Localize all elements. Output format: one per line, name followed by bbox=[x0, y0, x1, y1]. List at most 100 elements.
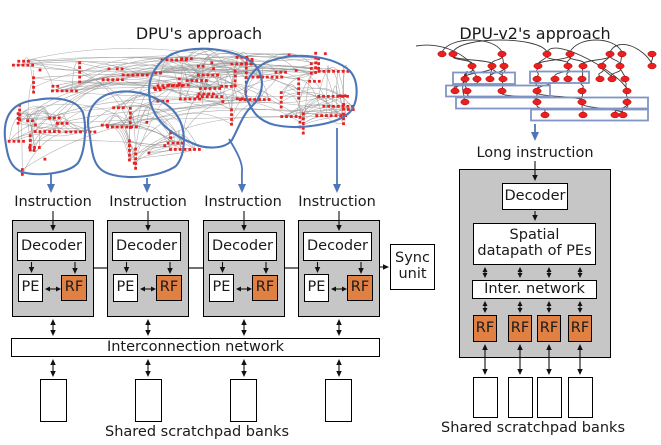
graph-node bbox=[175, 84, 179, 88]
graph-node bbox=[230, 113, 233, 117]
graph-edge bbox=[52, 74, 220, 92]
graph-edge bbox=[275, 72, 312, 80]
graph-node bbox=[342, 112, 345, 116]
graph-node bbox=[193, 97, 197, 101]
graph-node bbox=[78, 75, 82, 79]
graph-edge bbox=[54, 74, 133, 132]
graph-node bbox=[18, 118, 22, 122]
graph-node bbox=[235, 62, 239, 66]
rf-box: RF bbox=[508, 315, 532, 342]
cluster-outline bbox=[3, 97, 87, 176]
graph-edge bbox=[62, 115, 341, 124]
graph-edge bbox=[191, 49, 247, 64]
graph-node bbox=[230, 118, 233, 121]
graph-edge bbox=[17, 112, 36, 125]
graph-node bbox=[279, 100, 283, 104]
graph-node bbox=[542, 50, 552, 58]
graph-node bbox=[262, 98, 266, 101]
graph-edge bbox=[546, 47, 628, 90]
graph-edge bbox=[535, 81, 539, 89]
graph-edge bbox=[106, 87, 191, 126]
graph-node bbox=[212, 67, 215, 71]
graph-edge bbox=[106, 121, 147, 126]
graph-node bbox=[26, 59, 30, 63]
graph-node bbox=[595, 75, 605, 83]
graph-edge bbox=[164, 142, 174, 147]
graph-edge bbox=[32, 64, 132, 128]
graph-node bbox=[497, 50, 507, 58]
graph-edge bbox=[303, 96, 334, 115]
graph-edge bbox=[536, 81, 556, 89]
graph-node bbox=[112, 106, 116, 110]
instruction-arrow bbox=[531, 132, 539, 141]
graph-edge bbox=[581, 104, 624, 113]
graph-node bbox=[253, 98, 257, 101]
graph-node bbox=[180, 57, 184, 60]
graph-edge bbox=[281, 95, 346, 117]
graph-node bbox=[298, 115, 302, 119]
right-title: DPU-v2's approach bbox=[459, 24, 611, 43]
graph-edge bbox=[198, 93, 224, 102]
rf-box: RF bbox=[252, 275, 278, 301]
graph-node bbox=[235, 97, 239, 101]
graph-node bbox=[32, 76, 35, 80]
graph-edge bbox=[129, 125, 131, 156]
graph-node bbox=[462, 87, 472, 95]
graph-node bbox=[250, 57, 254, 61]
graph-edge bbox=[189, 85, 236, 100]
graph-node bbox=[183, 148, 187, 151]
graph-edge bbox=[298, 87, 354, 110]
sync-unit-box: Sync unit bbox=[390, 244, 435, 290]
graph-edge bbox=[217, 72, 222, 87]
graph-edge bbox=[281, 93, 344, 124]
graph-edge bbox=[299, 96, 324, 118]
graph-node bbox=[298, 125, 302, 129]
graph-node bbox=[33, 146, 36, 149]
graph-node bbox=[314, 51, 318, 55]
graph-node bbox=[314, 66, 318, 70]
graph-edge bbox=[29, 109, 50, 141]
graph-edge bbox=[28, 56, 334, 107]
graph-node bbox=[7, 139, 11, 143]
graph-edge bbox=[601, 68, 613, 77]
graph-edge bbox=[79, 64, 246, 92]
graph-edge bbox=[19, 105, 23, 170]
graph-node bbox=[57, 116, 61, 120]
graph-edge bbox=[231, 99, 270, 125]
graph-edge bbox=[281, 92, 344, 110]
graph-node bbox=[605, 50, 615, 58]
graph-node bbox=[201, 95, 204, 99]
graph-edge bbox=[581, 68, 584, 77]
graph-edge bbox=[142, 58, 319, 76]
graph-edge bbox=[127, 72, 222, 87]
graph-node bbox=[201, 64, 205, 68]
graph-node bbox=[128, 158, 131, 162]
graph-edge bbox=[415, 44, 472, 64]
scratchpad-bank bbox=[230, 379, 257, 422]
graph-node bbox=[317, 94, 321, 98]
graph-edge bbox=[76, 79, 118, 92]
graph-edge bbox=[136, 91, 159, 128]
graph-node bbox=[188, 148, 192, 151]
graph-node bbox=[610, 111, 620, 119]
graph-node bbox=[79, 130, 82, 134]
graph-edge bbox=[76, 63, 329, 92]
sync-unit-line2: unit bbox=[398, 266, 427, 282]
graph-edge bbox=[129, 140, 183, 148]
graph-edge bbox=[191, 80, 236, 85]
graph-node bbox=[171, 141, 175, 145]
graph-node bbox=[60, 121, 64, 125]
graph-node bbox=[128, 139, 131, 143]
graph-node bbox=[244, 62, 248, 66]
graph-node bbox=[18, 103, 22, 107]
graph-edge bbox=[569, 56, 584, 64]
graph-edge bbox=[303, 115, 344, 124]
graph-node bbox=[210, 95, 214, 99]
graph-node bbox=[577, 98, 587, 106]
tile-network-arrow bbox=[241, 330, 247, 336]
graph-edge bbox=[231, 63, 247, 83]
graph-node bbox=[532, 87, 542, 95]
graph-edge bbox=[295, 71, 324, 117]
graph-edge bbox=[217, 63, 237, 76]
graph-node bbox=[341, 69, 345, 73]
